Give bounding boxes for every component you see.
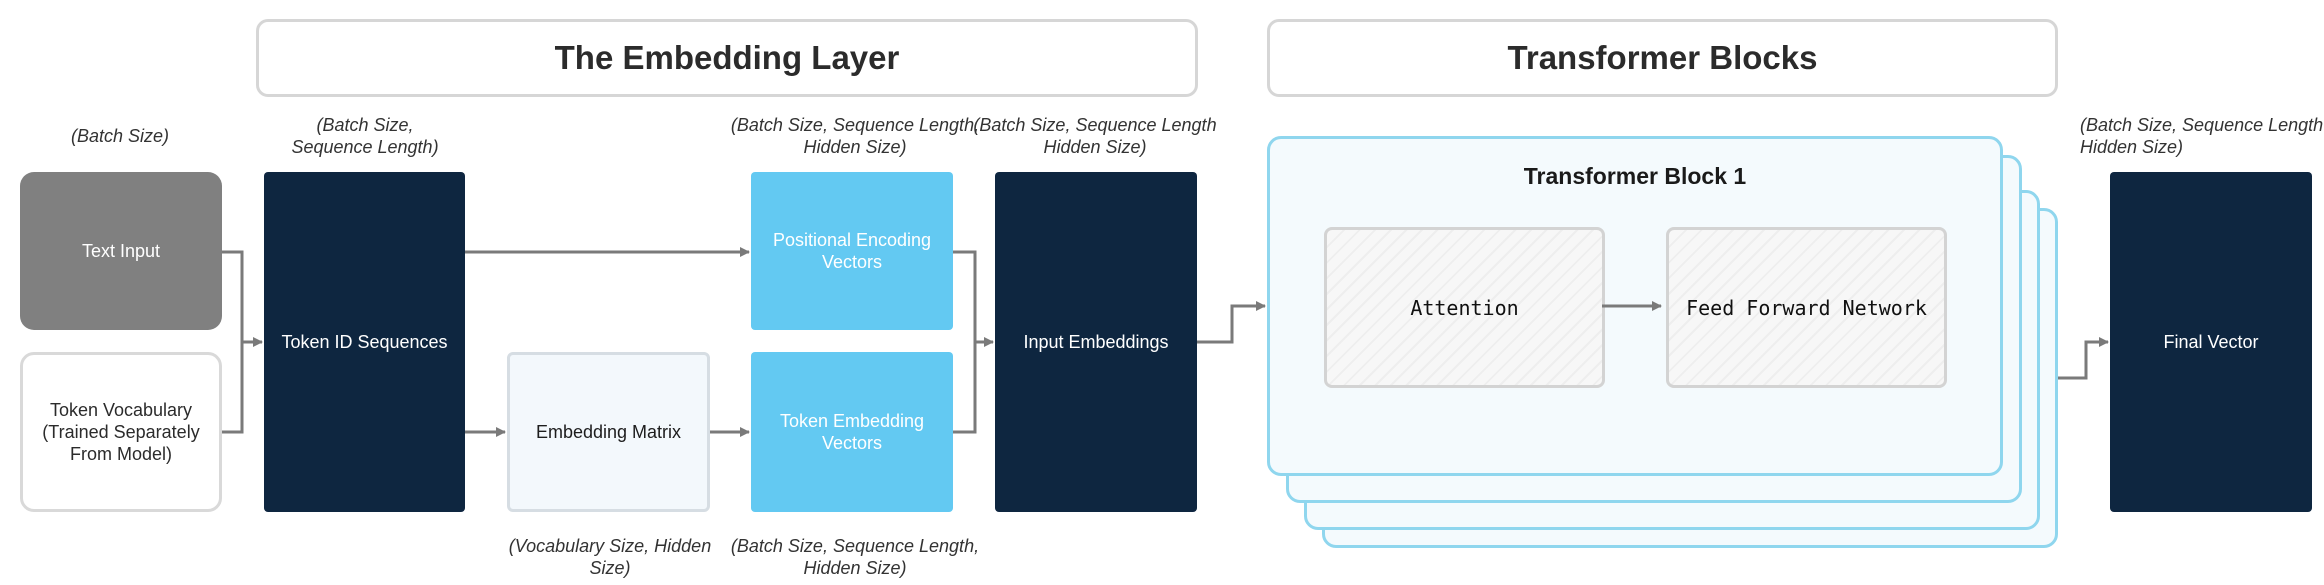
transformer-block-title: Transformer Block 1 (1523, 163, 1747, 189)
dim-batch-seq: (Batch Size, Sequence Length) (291, 115, 439, 157)
token-id-sequences-node: Token ID Sequences (264, 172, 465, 512)
final-vector-label: Final Vector (2163, 332, 2259, 352)
attention-label: Attention (1410, 295, 1519, 320)
token-embedding-node: Token Embedding Vectors (751, 352, 953, 512)
embedding-matrix-node: Embedding Matrix (507, 352, 710, 512)
transformer-block-1: Transformer Block 1 Attention Feed Forwa… (1267, 136, 2003, 476)
transformer-blocks-header: Transformer Blocks (1267, 19, 2058, 97)
connector-positional-merge (953, 250, 977, 342)
ffn-label: Feed Forward Network (1686, 295, 1927, 320)
connector-token-embedding-merge (953, 342, 977, 434)
token-embedding-label: Token Embedding Vectors (779, 411, 925, 453)
embedding-layer-header: The Embedding Layer (256, 19, 1198, 97)
connector-transformer-to-final (2058, 337, 2109, 380)
connector-input-embeddings-to-transformer (1197, 301, 1266, 344)
dim-final: (Batch Size, Sequence Length Hidden Size… (2080, 115, 2324, 157)
connector-text-input-merge (222, 250, 244, 342)
text-input-node: Text Input (20, 172, 222, 330)
dim-token-embedding: (Batch Size, Sequence Length, Hidden Siz… (730, 536, 980, 578)
dim-positional: (Batch Size, Sequence Length, Hidden Siz… (730, 115, 980, 157)
text-input-label: Text Input (81, 241, 161, 261)
input-embeddings-label: Input Embeddings (1023, 332, 1169, 352)
embedding-layer-title: The Embedding Layer (554, 39, 900, 76)
positional-encoding-node: Positional Encoding Vectors (751, 172, 953, 330)
transformer-blocks-title: Transformer Blocks (1507, 39, 1818, 76)
token-id-sequences-label: Token ID Sequences (281, 332, 448, 352)
dim-input-embeddings: (Batch Size, Sequence Length Hidden Size… (973, 115, 1217, 157)
token-vocabulary-node: Token Vocabulary (Trained Separately Fro… (20, 352, 222, 512)
input-embeddings-node: Input Embeddings (995, 172, 1197, 512)
positional-encoding-label: Positional Encoding Vectors (772, 230, 932, 272)
token-vocabulary-label: Token Vocabulary (Trained Separately Fro… (42, 400, 200, 464)
dim-batch: (Batch Size) (70, 126, 170, 146)
ffn-box: Feed Forward Network (1666, 227, 1947, 388)
final-vector-node: Final Vector (2110, 172, 2312, 512)
connector-vocabulary-merge (222, 342, 244, 434)
dim-embedding-matrix: (Vocabulary Size, Hidden Size) (508, 536, 712, 578)
attention-box: Attention (1324, 227, 1605, 388)
embedding-matrix-label: Embedding Matrix (535, 422, 682, 442)
